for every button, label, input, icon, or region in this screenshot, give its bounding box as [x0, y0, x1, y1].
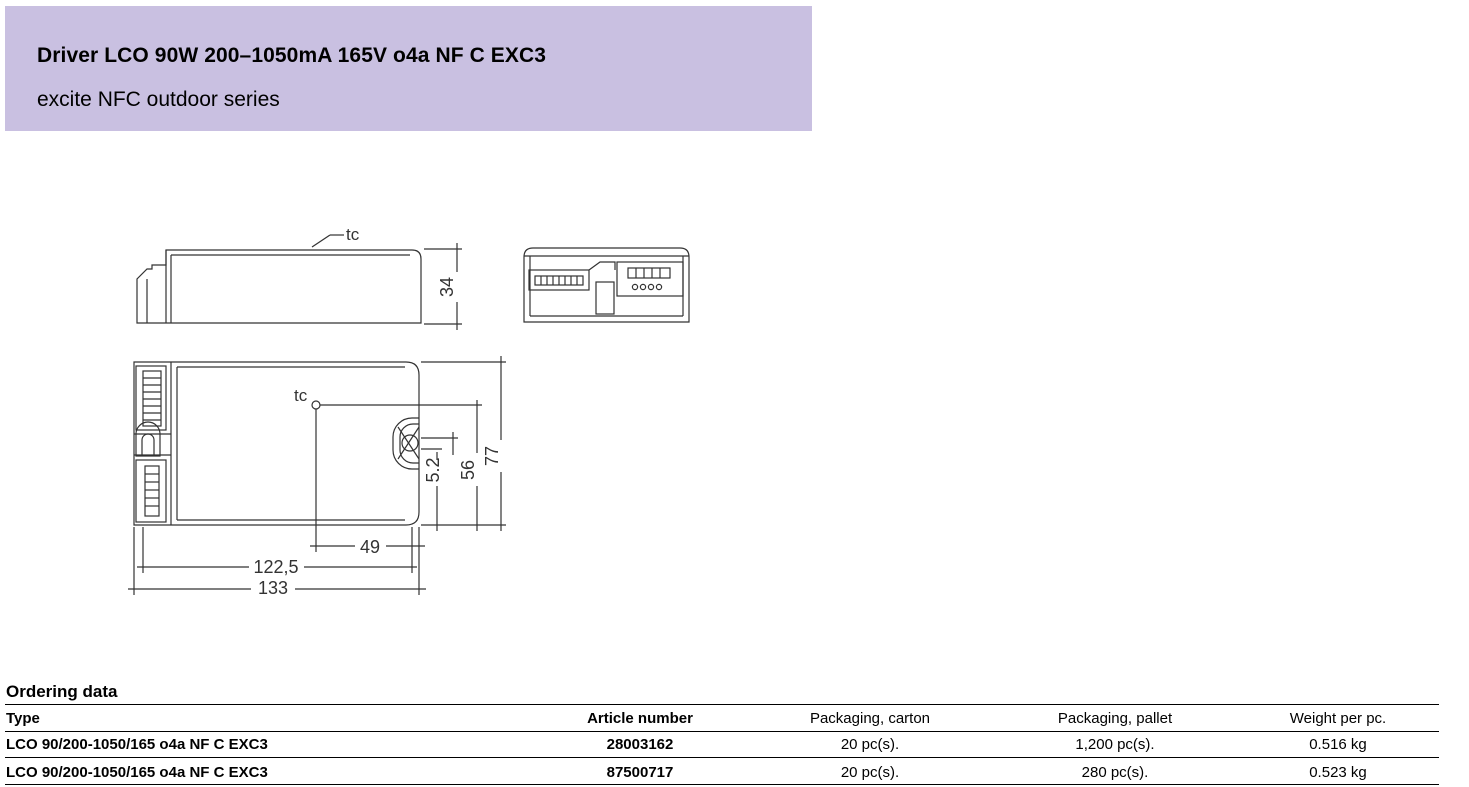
top-tc-label: tc [294, 386, 308, 405]
row-packaging-carton: 20 pc(s). [840, 764, 900, 781]
column-header-packaging-pallet: Packaging, pallet [1057, 710, 1173, 727]
column-header-packaging-carton: Packaging, carton [809, 710, 931, 727]
row-weight: 0.523 kg [1309, 764, 1367, 781]
table-row-rule [5, 757, 1439, 758]
side-tc-label: tc [346, 225, 360, 244]
product-header: Driver LCO 90W 200–1050mA 165V o4a NF C … [5, 6, 812, 131]
column-header-type: Type [6, 710, 40, 727]
row-type: LCO 90/200-1050/165 o4a NF C EXC3 [6, 736, 268, 753]
row-type: LCO 90/200-1050/165 o4a NF C EXC3 [6, 764, 268, 781]
ordering-data-title: Ordering data [6, 682, 118, 701]
row-weight: 0.516 kg [1309, 736, 1367, 753]
top-view-outline [133, 361, 420, 526]
row-packaging-pallet: 1,200 pc(s). [1075, 736, 1155, 753]
row-packaging-carton: 20 pc(s). [840, 736, 900, 753]
dimension-49: 49 [360, 537, 380, 557]
top-view-dimension-lines [128, 356, 506, 595]
row-article-number: 87500717 [606, 764, 674, 781]
row-packaging-pallet: 280 pc(s). [1081, 764, 1149, 781]
column-header-article-number: Article number [587, 710, 693, 727]
table-top-rule [5, 704, 1439, 705]
side-height-label: 34 [437, 277, 457, 297]
dimension-56: 56 [458, 460, 478, 480]
column-header-weight: Weight per pc. [1289, 710, 1387, 727]
dimension-77: 77 [482, 446, 502, 466]
dimension-133: 133 [258, 578, 288, 598]
end-view-outline [523, 247, 690, 323]
side-height-dimension [424, 243, 462, 330]
product-title: Driver LCO 90W 200–1050mA 165V o4a NF C … [37, 44, 547, 67]
dimension-5-2: 5.2 [423, 457, 443, 482]
side-view-outline [136, 234, 422, 324]
product-series: excite NFC outdoor series [37, 88, 280, 111]
table-header-rule [5, 731, 1439, 732]
row-article-number: 28003162 [606, 736, 674, 753]
dimension-122-5: 122,5 [253, 557, 298, 577]
table-bottom-rule [5, 784, 1439, 785]
